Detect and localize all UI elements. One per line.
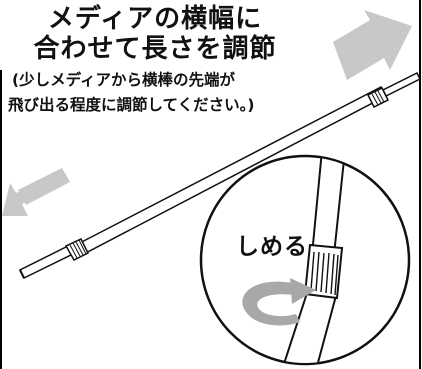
tighten-label: しめる: [236, 234, 308, 260]
expand-arrow-right-icon: [333, 10, 412, 80]
lock-collar-upper: [366, 86, 390, 109]
frame-right-edge: [419, 0, 421, 369]
zoom-callout: [199, 154, 411, 366]
rotate-arrow-icon: [242, 278, 320, 326]
title-line-2: 合わせて長さを調節: [33, 34, 277, 64]
expand-arrow-left-icon-body: [18, 168, 70, 205]
note-line-2: 飛び出る程度に調節してください。): [8, 96, 255, 114]
lock-collar-lower: [64, 238, 90, 261]
instruction-note: (少しメディアから横棒の先端が 飛び出る程度に調節してください。): [8, 68, 348, 118]
telescopic-rod: [18, 71, 422, 280]
title-line-1: メディアの横幅に: [47, 4, 263, 34]
page-title: メディアの横幅に 合わせて長さを調節: [0, 4, 310, 64]
lock-collar-zoom: [303, 243, 344, 300]
note-line-1: (少しメディアから横棒の先端が: [12, 71, 236, 89]
frame-left-edge: [0, 70, 2, 369]
